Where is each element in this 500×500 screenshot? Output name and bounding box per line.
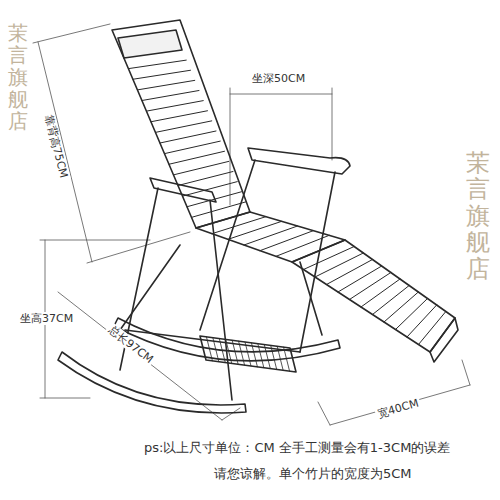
slat-line — [228, 221, 282, 239]
slat-line — [315, 253, 363, 277]
slat-line — [350, 273, 391, 300]
dimension-label: 总长97CM — [104, 322, 157, 368]
slat-line — [147, 101, 204, 112]
slat-line — [156, 121, 212, 133]
slat-line — [373, 286, 410, 315]
slat-line — [165, 141, 221, 154]
note-text: 请您谅解。单个竹片的宽度为5CM — [212, 466, 414, 482]
headrest-pillow — [118, 30, 182, 58]
slat-line — [284, 347, 290, 371]
slat-line — [183, 182, 238, 197]
watermark: 茉言旗舰店 — [466, 150, 490, 282]
slat-line — [206, 337, 212, 361]
slat-line — [226, 339, 232, 363]
slat-line — [213, 338, 219, 362]
slat-line — [396, 299, 428, 330]
left-armrest — [150, 178, 216, 202]
slat-line — [384, 292, 418, 322]
slat-line — [160, 131, 216, 143]
foot-roller-frame — [200, 336, 296, 372]
dimension-label: 宽40CM — [374, 396, 422, 421]
slat-line — [260, 231, 313, 251]
slat-line — [151, 111, 208, 122]
footrest-frame — [292, 240, 455, 352]
backrest-frame — [112, 20, 250, 228]
slat-line — [258, 344, 264, 368]
slat-line — [219, 339, 225, 363]
slat-line — [338, 266, 382, 292]
slat-line — [212, 217, 266, 234]
slat-line — [138, 80, 195, 90]
dimension-label: 靠背高75CM — [41, 112, 70, 181]
slat-line — [133, 70, 191, 79]
footrest-slats — [304, 247, 446, 345]
slat-line — [327, 260, 373, 285]
dimension-lines — [33, 24, 470, 425]
slat-line — [169, 151, 225, 164]
note-text: ps:以上尺寸单位：CM 全手工测量会有1-3CM的误差 — [142, 440, 452, 456]
slat-line — [232, 340, 238, 364]
backrest-slats — [129, 60, 246, 217]
dimension-label: 坐深50CM — [250, 72, 307, 85]
slat-line — [174, 161, 229, 175]
slat-line — [419, 312, 446, 345]
slat-line — [244, 226, 298, 245]
slat-line — [407, 305, 437, 337]
slat-line — [142, 91, 199, 101]
slat-line — [361, 279, 400, 307]
dimension-label: 坐高37CM — [18, 312, 75, 325]
slat-line — [251, 343, 257, 367]
slat-line — [178, 172, 233, 186]
slat-line — [129, 60, 187, 69]
right-armrest — [248, 148, 350, 174]
slat-line — [264, 345, 270, 369]
chair-legs — [120, 160, 335, 400]
watermark: 茉言旗舰店 — [8, 22, 28, 132]
slat-line — [245, 342, 251, 366]
foot-rollers — [206, 337, 289, 371]
slat-line — [271, 345, 277, 369]
slat-line — [277, 346, 283, 370]
footrest-end — [430, 318, 458, 362]
slat-line — [304, 247, 355, 270]
slat-line — [239, 341, 245, 365]
